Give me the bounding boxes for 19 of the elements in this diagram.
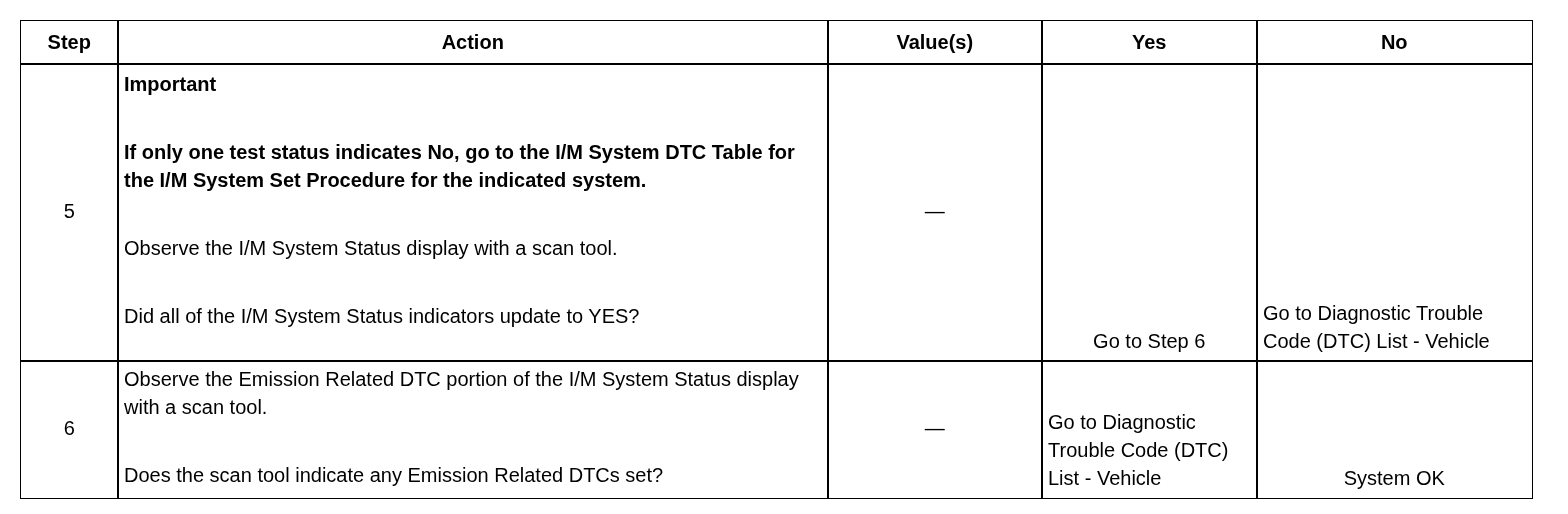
column-header: Action — [440, 30, 505, 56]
value-text: — — [923, 199, 946, 225]
result-text: Go to Step 6 — [1092, 328, 1207, 354]
action-text: Important — [124, 72, 218, 97]
action-text: Does the scan tool indicate any Emission Related DTCs set? — [124, 463, 665, 488]
action-text: Observe the I/M System Status display with a scan tool. — [124, 236, 619, 261]
column-header: Value(s) — [895, 30, 975, 56]
column-header: Yes — [1131, 30, 1168, 56]
column-header: Step — [46, 30, 92, 56]
action-text: If only one test status indicates No, go to the I/M System DTC Table for the I/M System Set Procedure for the indicated system. — [124, 140, 796, 193]
result-text: System OK — [1342, 465, 1446, 491]
action-text: Did all of the I/M System Status indicators update to YES? — [124, 304, 641, 329]
value-text: — — [923, 416, 946, 442]
step-number: 5 — [62, 199, 76, 225]
action-text: Observe the Emission Related DTC portion of the I/M System Status display with a scan tool. — [124, 367, 800, 420]
column-header: No — [1379, 30, 1409, 56]
result-text: Go to Diagnostic Trouble Code (DTC) List - Vehicle — [1263, 300, 1491, 354]
step-number: 6 — [62, 416, 76, 442]
result-text: Go to Diagnostic Trouble Code (DTC) List - Vehicle — [1048, 409, 1230, 491]
